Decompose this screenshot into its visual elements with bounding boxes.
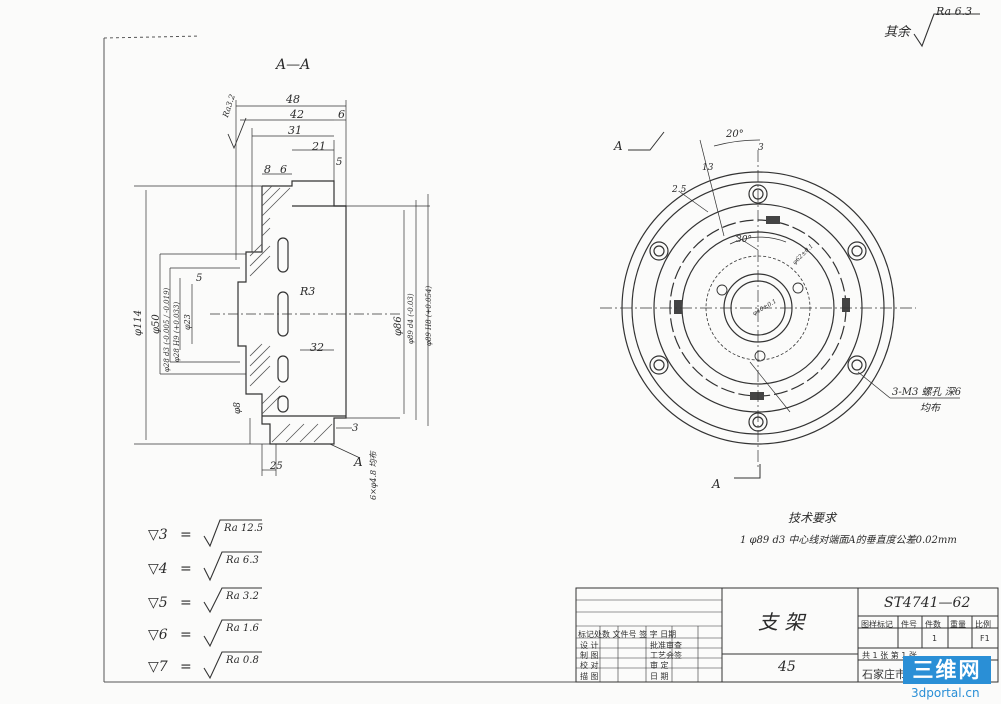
- dim-5b: 5: [196, 273, 203, 284]
- watermark-logo: 三维网 3dportal.cn: [903, 656, 993, 700]
- row-trace: 描 图: [580, 672, 599, 681]
- dim-phi8: φ8: [233, 401, 243, 414]
- dim-25: 25: [270, 461, 283, 472]
- dim-48: 48: [286, 93, 300, 106]
- corner-radical: [913, 13, 980, 48]
- row-approve: 批准审查: [650, 641, 682, 650]
- legend-sym-4: ▽4: [148, 561, 168, 577]
- watermark-url: 3dportal.cn: [911, 686, 980, 700]
- dim-phi28-d3: φ28 d3 (-0.005 / -0.019): [163, 287, 171, 372]
- legend-sym-7: ▽7: [148, 659, 168, 675]
- legend-eq-6: =: [180, 627, 192, 643]
- row-process: 工艺会签: [650, 651, 682, 660]
- dim-phi23: φ23: [183, 314, 192, 330]
- section-title: A—A: [276, 57, 311, 73]
- dim-r3: R3: [300, 285, 316, 298]
- legend-sym-3: ▽3: [148, 527, 168, 543]
- holes-note: 6×φ4.8 均布: [369, 451, 378, 500]
- legend-eq-3: =: [180, 527, 192, 543]
- thread-holes: [716, 282, 804, 362]
- corner-prefix: 其余: [884, 25, 911, 40]
- qty-value: 1: [932, 634, 938, 643]
- thread-note: 3-M3 螺孔 深6: [892, 387, 962, 398]
- hdr-scale: 比例: [975, 620, 991, 629]
- legend-ra-7: Ra 0.8: [226, 655, 259, 666]
- sheet-number: 45: [778, 659, 796, 675]
- legend-sym-5: ▽5: [148, 595, 168, 611]
- watermark-big: 三维网: [903, 656, 991, 684]
- dim-phi89-d4: φ89 d4 (-0.03): [407, 293, 415, 344]
- part-name: 支 架: [758, 610, 805, 634]
- angle-30: 30°: [736, 235, 752, 245]
- hdr-count: 件数: [925, 620, 941, 629]
- legend-eq-5: =: [180, 595, 192, 611]
- dim-5: 5: [336, 157, 343, 168]
- legend-radicals: [203, 519, 262, 680]
- row-draft: 制 图: [580, 651, 599, 660]
- thread-note-2: 均布: [920, 403, 940, 414]
- row-verify: 审 定: [650, 661, 669, 670]
- dim-8: 8: [264, 163, 271, 176]
- dim-phi114: φ114: [133, 309, 144, 336]
- dim-42: 42: [290, 108, 304, 121]
- dim-13-end: 13: [702, 163, 714, 173]
- end-view-a-bottom: A: [712, 477, 721, 491]
- corner-ra: Ra 6.3: [936, 5, 973, 18]
- dim-25-end: 2.5: [672, 185, 687, 195]
- factory: 石家庄市: [862, 668, 906, 681]
- sheets-label: 共 1 张 第 1 张: [862, 651, 917, 660]
- legend-eq-4: =: [180, 561, 192, 577]
- row-date: 日 期: [650, 672, 669, 681]
- hdr-stage: 图样标记: [861, 620, 893, 629]
- tech-req-title: 技术要求: [788, 511, 837, 525]
- dim-3: 3: [352, 423, 359, 434]
- dim-phi28-h9: φ28 H9 (+0.033): [173, 301, 181, 362]
- dim-6a: 6: [338, 108, 345, 121]
- dim-6b: 6: [280, 163, 287, 176]
- section-view: [134, 100, 430, 476]
- tech-req-item: 1 φ89 d3 中心线对端面A的垂直度公差0.02mm: [740, 535, 957, 546]
- dim-phi89-h8: φ89 H8 (+0.054): [425, 285, 433, 346]
- end-view: [600, 131, 960, 479]
- hdr-qty: 件号: [901, 620, 917, 629]
- legend-sym-6: ▽6: [148, 627, 168, 643]
- dim-phi86: φ86: [393, 316, 404, 336]
- dim-3-end: 3: [758, 143, 764, 153]
- end-view-a-top: A: [614, 139, 623, 153]
- scale-value: F1: [980, 634, 990, 643]
- legend-ra-6: Ra 1.6: [226, 623, 259, 634]
- dim-31: 31: [288, 124, 302, 137]
- legend-ra-5: Ra 3.2: [226, 591, 259, 602]
- row-design: 设 计: [580, 641, 599, 650]
- legend-ra-4: Ra 6.3: [226, 555, 259, 566]
- drawing-number: ST4741—62: [884, 595, 971, 611]
- dim-phi50: φ50: [151, 314, 162, 334]
- dim-32: 32: [310, 341, 324, 354]
- legend-ra-3: Ra 12.5: [224, 523, 264, 534]
- row-check: 校 对: [580, 661, 599, 670]
- marks-header: 标记处数 文件号 签 字 日期: [578, 630, 677, 639]
- dim-21: 21: [312, 140, 326, 153]
- angle-20: 20°: [726, 129, 744, 140]
- legend-eq-7: =: [180, 659, 192, 675]
- hdr-weight: 重量: [950, 620, 966, 629]
- callout-a-section: A: [354, 455, 363, 469]
